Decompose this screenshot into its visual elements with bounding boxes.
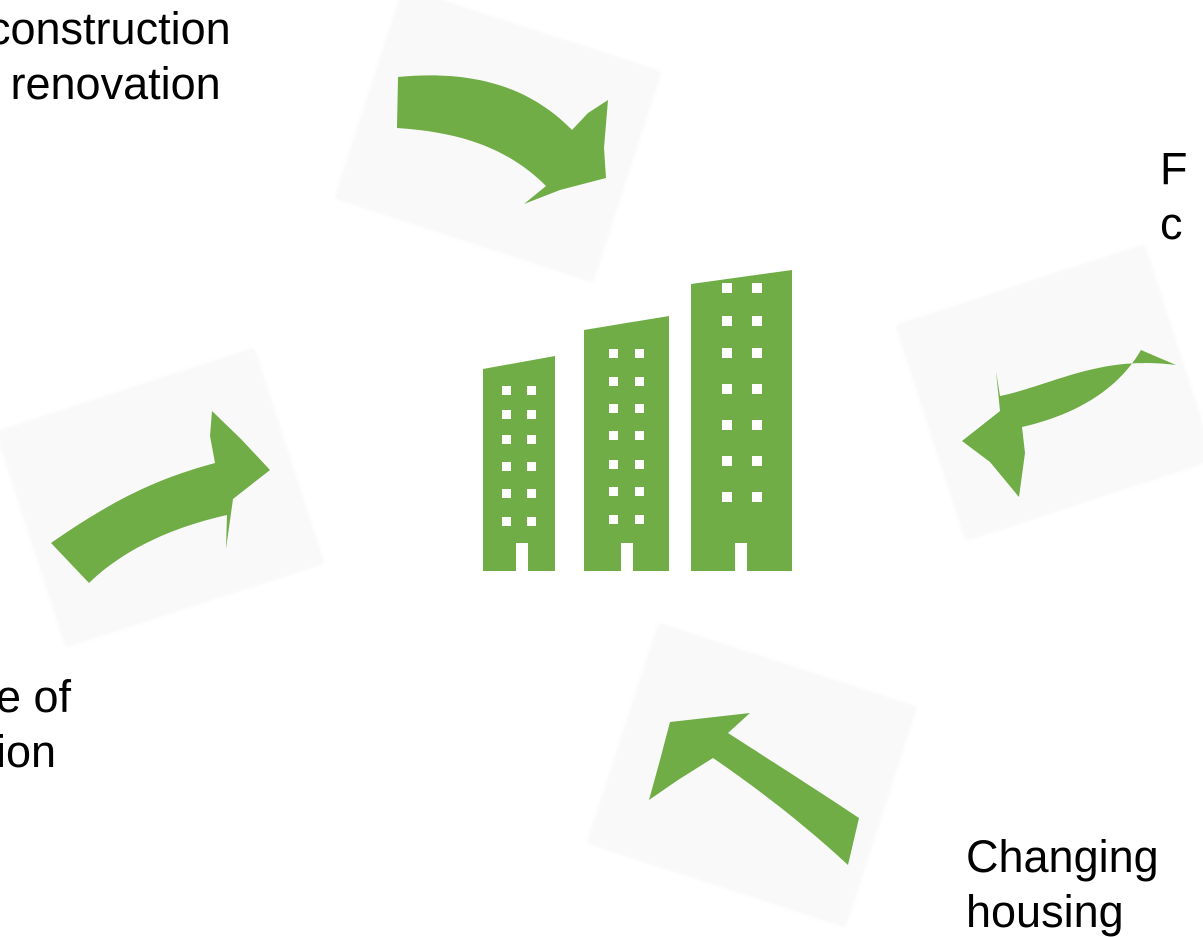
label-line: F xyxy=(1160,143,1188,194)
window xyxy=(527,386,536,395)
building-right xyxy=(691,270,792,571)
label-line: ion xyxy=(0,725,57,777)
label-line: l renovation xyxy=(0,57,221,109)
window xyxy=(609,431,618,440)
window xyxy=(752,420,762,430)
building-middle xyxy=(584,316,669,571)
window xyxy=(502,517,511,526)
curved-arrow-icon xyxy=(51,411,270,583)
label-left: e of ion xyxy=(0,670,71,780)
window xyxy=(527,489,536,498)
window xyxy=(752,283,762,293)
window xyxy=(635,487,644,496)
window xyxy=(752,456,762,466)
window xyxy=(609,377,618,386)
window xyxy=(609,460,618,469)
label-right: F c xyxy=(1160,142,1188,252)
window xyxy=(722,283,732,293)
city-buildings-icon xyxy=(483,270,792,571)
window xyxy=(635,460,644,469)
curved-arrow-icon xyxy=(962,350,1176,497)
window xyxy=(609,487,618,496)
window xyxy=(752,384,762,394)
window xyxy=(609,404,618,413)
window xyxy=(609,349,618,358)
window xyxy=(635,515,644,524)
window xyxy=(752,492,762,502)
label-line: housing xyxy=(966,885,1124,937)
window xyxy=(635,377,644,386)
label-bottom-right: Changing housing xyxy=(966,830,1159,937)
window xyxy=(502,489,511,498)
label-line: construction xyxy=(0,3,231,54)
window xyxy=(635,404,644,413)
building-left xyxy=(483,356,555,571)
label-line: Changing xyxy=(966,831,1159,882)
window xyxy=(502,386,511,395)
window xyxy=(722,316,732,326)
window xyxy=(527,435,536,444)
window xyxy=(722,420,732,430)
window xyxy=(752,348,762,358)
window xyxy=(722,384,732,394)
window xyxy=(527,410,536,419)
window xyxy=(609,515,618,524)
label-line: e of xyxy=(0,671,72,722)
label-line: c xyxy=(1160,197,1183,249)
window xyxy=(502,462,511,471)
window xyxy=(722,348,732,358)
label-top-left: construction l renovation xyxy=(0,2,231,112)
window xyxy=(502,435,511,444)
curved-arrow-icon xyxy=(397,75,608,204)
window xyxy=(527,517,536,526)
window xyxy=(635,349,644,358)
building-windows xyxy=(502,283,762,526)
window xyxy=(722,492,732,502)
window xyxy=(527,462,536,471)
window xyxy=(635,431,644,440)
window xyxy=(752,316,762,326)
curved-arrow-icon xyxy=(649,713,859,865)
window xyxy=(722,456,732,466)
window xyxy=(502,410,511,419)
